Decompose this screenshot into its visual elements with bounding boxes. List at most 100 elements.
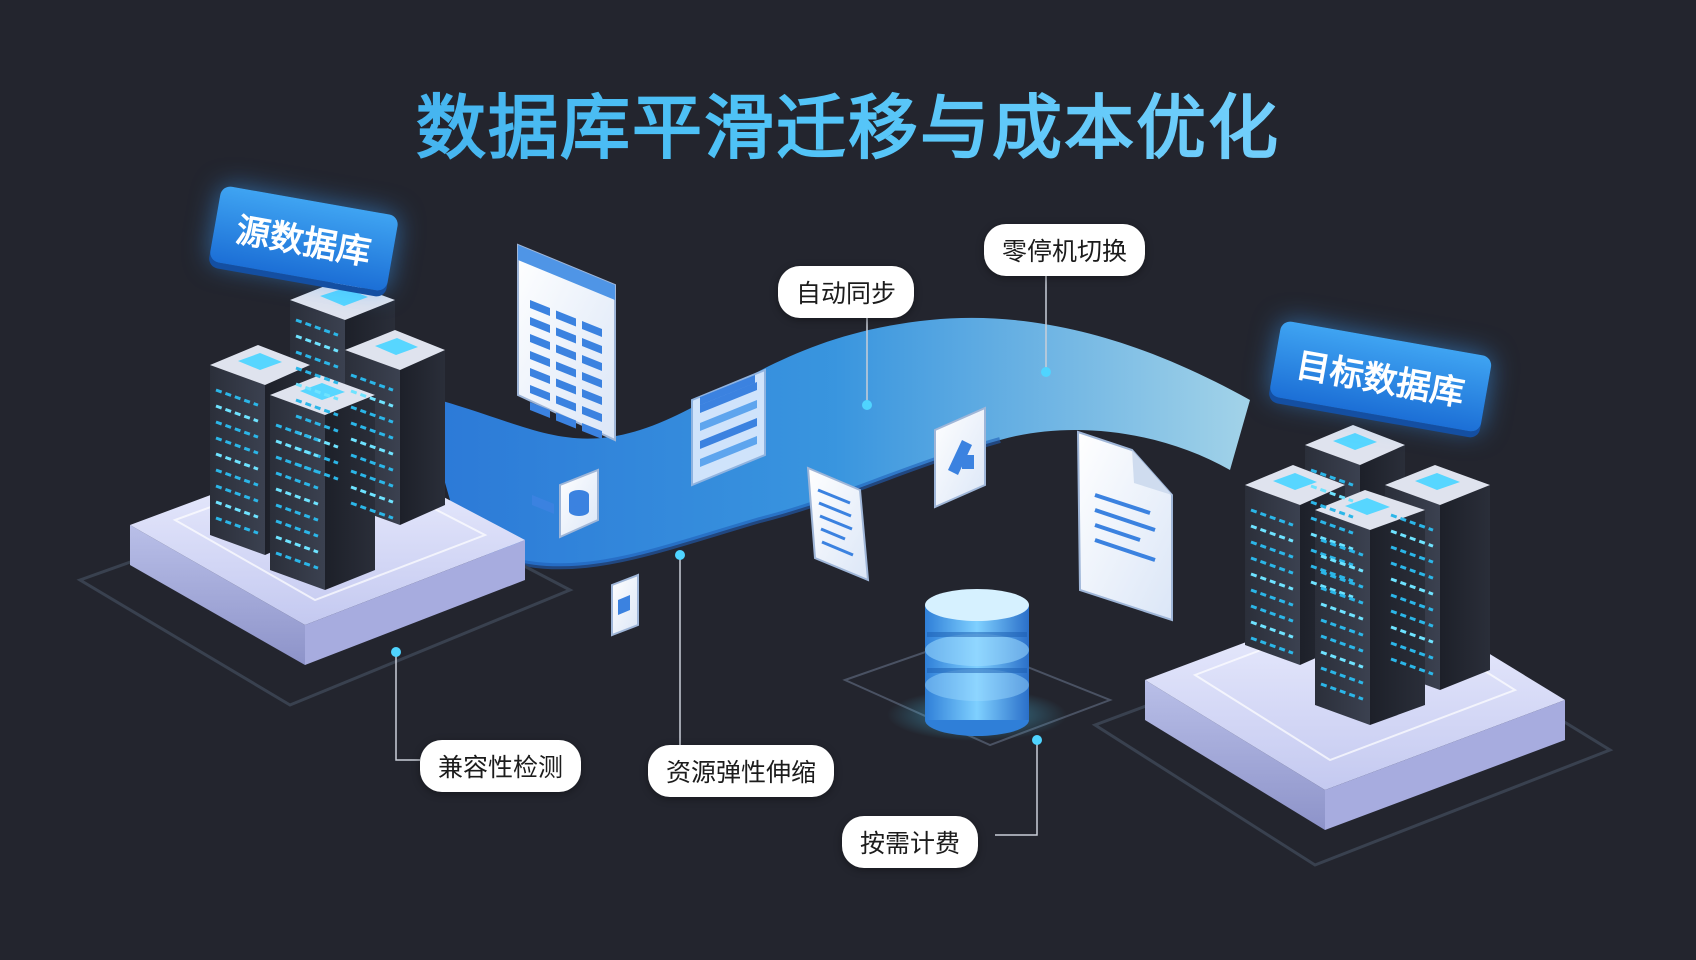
spreadsheet-cell bbox=[582, 321, 602, 337]
source-server-lights bbox=[215, 318, 394, 570]
spreadsheet-cell bbox=[530, 351, 550, 367]
spreadsheet-cell bbox=[530, 317, 550, 333]
server-light-strip bbox=[275, 551, 319, 570]
server-light-strip bbox=[350, 453, 394, 472]
server-light-strip bbox=[1310, 516, 1354, 535]
spreadsheet-cell bbox=[556, 378, 576, 395]
small-chip-icon bbox=[611, 573, 639, 637]
callout-elastic-scaling: 资源弹性伸缩 bbox=[648, 745, 835, 797]
server-light-strip bbox=[1390, 577, 1434, 596]
server-light-strip bbox=[350, 389, 394, 408]
server-light-strip bbox=[1250, 588, 1294, 607]
server-light-strip bbox=[350, 469, 394, 488]
server-light-strip bbox=[295, 398, 339, 417]
server-light-strip bbox=[275, 519, 319, 538]
spreadsheet-cell bbox=[582, 372, 602, 388]
server-light-strip bbox=[1310, 564, 1354, 583]
spreadsheet-cell bbox=[582, 338, 602, 354]
server-light-strip bbox=[1320, 682, 1364, 701]
server-light-strip bbox=[295, 414, 339, 433]
database-document-icon bbox=[559, 468, 599, 539]
server-light-strip bbox=[275, 503, 319, 522]
server-light-strip bbox=[215, 500, 259, 519]
server-light-strip bbox=[350, 437, 394, 456]
report-document-icon bbox=[1076, 430, 1173, 622]
server-light-strip bbox=[1250, 540, 1294, 559]
server-light-strip bbox=[1390, 529, 1434, 548]
callout-dot-elastic-scaling bbox=[675, 550, 685, 560]
server-light-strip bbox=[215, 404, 259, 423]
server-light-strip bbox=[1390, 609, 1434, 628]
target-server-lights bbox=[1250, 468, 1434, 701]
callout-dot-compat-check bbox=[391, 647, 401, 657]
callout-auto-sync: 自动同步 bbox=[778, 266, 915, 318]
form-row bbox=[700, 436, 757, 467]
form-row bbox=[700, 400, 757, 431]
server-light-strip bbox=[1390, 513, 1434, 532]
server-light-strip bbox=[350, 405, 394, 424]
spreadsheet-cells bbox=[530, 300, 602, 439]
spreadsheet-cell bbox=[556, 344, 576, 361]
server-light-strip bbox=[1310, 580, 1354, 599]
server-light-strip bbox=[1310, 500, 1354, 519]
server-light-strip bbox=[1320, 602, 1364, 621]
flow-ribbon-edge bbox=[468, 437, 1001, 570]
server-light-strip bbox=[215, 436, 259, 455]
server-light-strip bbox=[1310, 468, 1354, 487]
server-light-strip bbox=[275, 423, 319, 442]
spreadsheet-cell bbox=[530, 300, 550, 316]
server-light-strip bbox=[1390, 545, 1434, 564]
spreadsheet-cell bbox=[530, 368, 550, 384]
server-light-strip bbox=[295, 350, 339, 369]
form-document-rows bbox=[700, 382, 757, 467]
server-light-strip bbox=[275, 487, 319, 506]
server-light-strip bbox=[1250, 620, 1294, 639]
form-row bbox=[700, 418, 757, 449]
server-light-strip bbox=[1390, 593, 1434, 612]
server-light-strip bbox=[1320, 538, 1364, 557]
server-light-strip bbox=[350, 373, 394, 392]
server-light-strip bbox=[1250, 636, 1294, 655]
leader-line-pay-as-you-go bbox=[995, 740, 1038, 836]
spreadsheet-cell bbox=[530, 402, 550, 418]
server-light-strip bbox=[1310, 484, 1354, 503]
text-document-icon bbox=[806, 466, 870, 582]
server-light-strip bbox=[275, 455, 319, 474]
server-light-strip bbox=[1390, 625, 1434, 644]
leader-line-compat-check bbox=[395, 652, 420, 761]
migration-flow-ribbon bbox=[420, 317, 1250, 567]
spreadsheet-cell bbox=[582, 355, 602, 371]
server-light-strip bbox=[1390, 561, 1434, 580]
server-light-strip bbox=[215, 452, 259, 471]
spreadsheet-cell bbox=[582, 423, 602, 439]
callout-zero-downtime: 零停机切换 bbox=[984, 224, 1146, 276]
server-light-strip bbox=[295, 382, 339, 401]
server-light-strip bbox=[1320, 666, 1364, 685]
server-light-strip bbox=[1320, 634, 1364, 653]
spreadsheet-cell bbox=[530, 385, 550, 401]
server-light-strip bbox=[275, 535, 319, 554]
server-light-strip bbox=[295, 366, 339, 385]
server-light-strip bbox=[1250, 604, 1294, 623]
page-title: 数据库平滑迁移与成本优化 bbox=[0, 72, 1696, 173]
callout-compat-check: 兼容性检测 bbox=[420, 740, 582, 792]
server-light-strip bbox=[1320, 570, 1364, 589]
spreadsheet-cell bbox=[582, 406, 602, 422]
server-light-strip bbox=[1320, 618, 1364, 637]
server-light-strip bbox=[1310, 532, 1354, 551]
server-light-strip bbox=[1250, 572, 1294, 591]
server-light-strip bbox=[1310, 548, 1354, 567]
server-light-strip bbox=[1250, 556, 1294, 575]
server-light-strip bbox=[350, 421, 394, 440]
center-database-icon bbox=[842, 589, 1113, 747]
server-light-strip bbox=[275, 471, 319, 490]
server-light-strip bbox=[1390, 657, 1434, 676]
callout-dot-pay-as-you-go bbox=[1032, 735, 1042, 745]
server-light-strip bbox=[215, 420, 259, 439]
spreadsheet-cell bbox=[582, 389, 602, 405]
server-light-strip bbox=[1320, 586, 1364, 605]
spreadsheet-cell bbox=[530, 334, 550, 350]
server-light-strip bbox=[1390, 641, 1434, 660]
spreadsheet-cell bbox=[556, 361, 576, 378]
spreadsheet-cell bbox=[556, 395, 576, 412]
